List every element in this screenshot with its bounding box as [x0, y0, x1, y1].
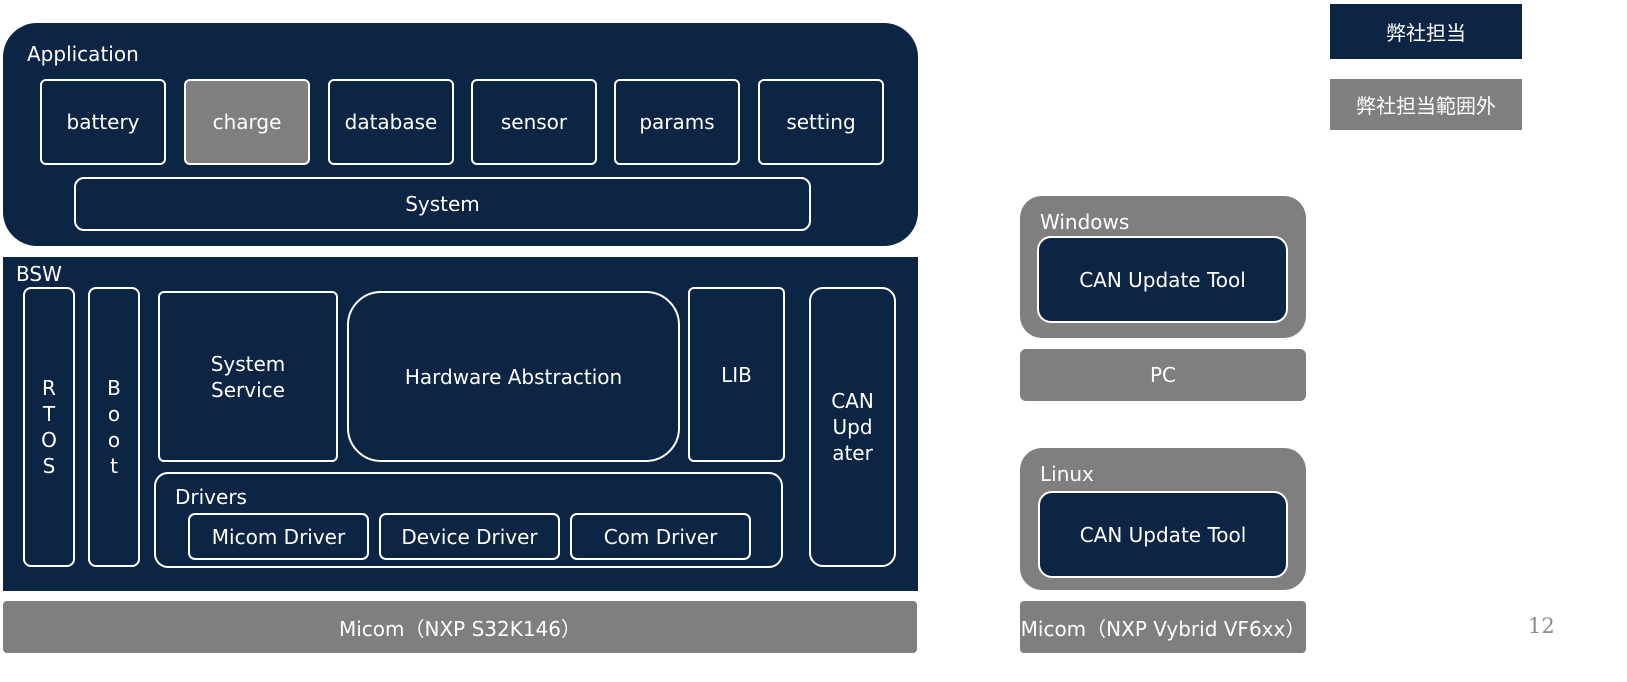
legend-ours: 弊社担当	[1330, 4, 1522, 59]
rtos-letter: S	[42, 454, 56, 478]
module-sensor: sensor	[471, 79, 597, 165]
bsw-layer: BSW R T O S B o o t System Service Hardw…	[3, 257, 918, 591]
system-service-line: Service	[211, 377, 285, 402]
can-updater-line: Upd	[832, 415, 873, 439]
boot-box: B o o t	[88, 287, 140, 567]
lib-box: LIB	[688, 287, 785, 462]
drivers-box: Drivers Micom Driver Device Driver Com D…	[154, 472, 783, 568]
module-setting: setting	[758, 79, 884, 165]
device-driver-box: Device Driver	[379, 513, 560, 560]
module-database: database	[328, 79, 454, 165]
module-battery: battery	[40, 79, 166, 165]
drivers-title: Drivers	[175, 485, 247, 509]
hardware-abstraction-box: Hardware Abstraction	[347, 291, 680, 462]
boot-letter: o	[107, 402, 121, 426]
can-updater-box: CAN Upd ater	[809, 287, 896, 567]
rtos-letter: O	[41, 428, 57, 452]
boot-letter: o	[107, 428, 121, 452]
com-driver-box: Com Driver	[570, 513, 751, 560]
micom-driver-box: Micom Driver	[188, 513, 369, 560]
rtos-letter: T	[42, 402, 56, 426]
windows-box: Windows CAN Update Tool	[1020, 196, 1306, 338]
micom-left-bar: Micom（NXP S32K146）	[3, 601, 917, 653]
boot-letter: B	[107, 376, 121, 400]
system-service-box: System Service	[158, 291, 338, 462]
linux-box: Linux CAN Update Tool	[1020, 448, 1306, 590]
bsw-title: BSW	[16, 262, 62, 286]
module-charge: charge	[184, 79, 310, 165]
module-params: params	[614, 79, 740, 165]
rtos-box: R T O S	[23, 287, 75, 567]
system-box: System	[74, 177, 811, 231]
application-title: Application	[27, 42, 139, 66]
windows-can-update-tool: CAN Update Tool	[1037, 236, 1288, 323]
page-number: 12	[1528, 614, 1555, 638]
system-service-line: System	[210, 351, 286, 376]
micom-right-bar: Micom（NXP Vybrid VF6xx）	[1020, 601, 1306, 653]
boot-letter: t	[110, 454, 118, 478]
can-updater-line: ater	[832, 441, 873, 465]
legend-not-ours: 弊社担当範囲外	[1330, 79, 1522, 130]
rtos-letter: R	[42, 376, 56, 400]
linux-title: Linux	[1040, 462, 1094, 486]
can-updater-line: CAN	[831, 389, 874, 413]
linux-can-update-tool: CAN Update Tool	[1038, 491, 1288, 578]
windows-title: Windows	[1040, 210, 1130, 234]
pc-bar: PC	[1020, 349, 1306, 401]
application-layer: Application battery charge database sens…	[3, 23, 918, 246]
